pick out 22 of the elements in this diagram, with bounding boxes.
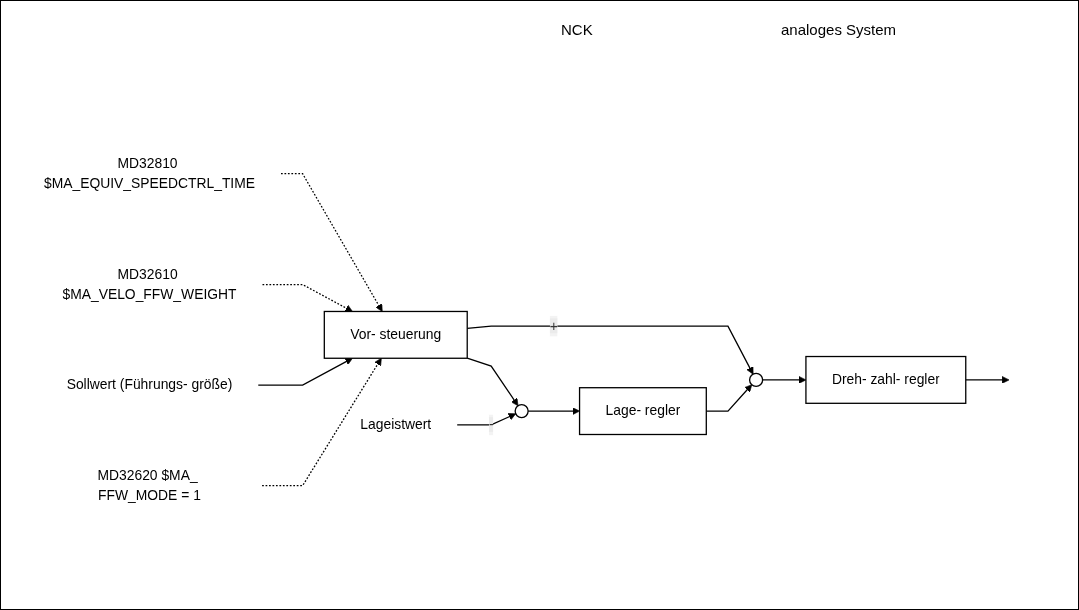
node-text: Sollwert (Führungs- größe)	[66, 377, 233, 393]
node-box: Lage- regler	[578, 387, 707, 436]
arrow	[261, 284, 353, 313]
node-text: MD32610 $MA_VELO_FFW_WEIGHT	[62, 266, 237, 303]
edge-label: +	[549, 318, 558, 334]
arrow	[456, 413, 517, 426]
node-text: MD32620 $MA_ FFW_MODE = 1	[97, 467, 201, 504]
arrow	[965, 376, 1010, 385]
node-circle	[514, 404, 529, 419]
node-circle	[748, 373, 764, 388]
arrow	[257, 358, 353, 387]
arrow	[280, 173, 383, 313]
arrow	[466, 357, 519, 407]
region-label: NCK	[561, 21, 593, 38]
node-text: Lageistwert	[360, 417, 432, 433]
node-text: MD32810 $MA_EQUIV_SPEEDCTRL_TIME	[43, 155, 255, 192]
arrow	[527, 407, 580, 416]
edge-label: -	[488, 417, 494, 433]
node-box: Vor- steuerung	[323, 311, 468, 360]
region-label: analoges System	[781, 21, 897, 38]
node-box: Dreh- zahl- regler	[805, 356, 967, 405]
arrow	[261, 358, 382, 487]
